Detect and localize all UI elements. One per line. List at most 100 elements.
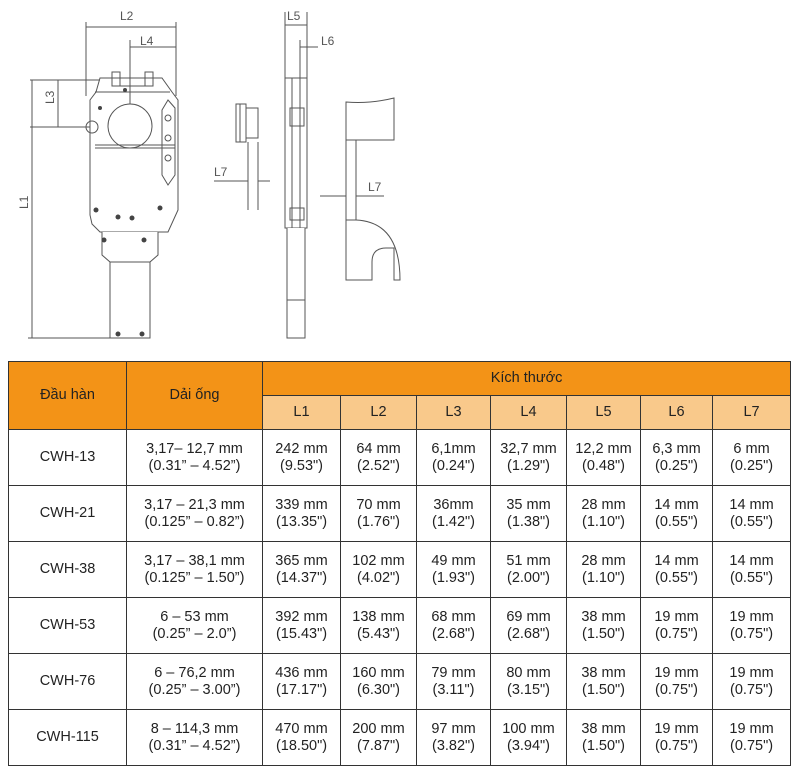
header-l6: L6 [640, 395, 713, 430]
dim-cell-l5: 28 mm(1.10") [566, 541, 641, 598]
value-mm: 38 mm [581, 608, 626, 625]
range-cell: 6 – 76,2 mm(0.25” – 3.00”) [126, 653, 263, 710]
technical-drawing: L2 L4 L3 L1 L5 L6 L7 L7 [17, 9, 401, 339]
value-inch: (13.35") [275, 513, 328, 530]
range-metric: 8 – 114,3 mm [150, 720, 239, 737]
value-inch: (1.50") [581, 681, 626, 698]
dim-cell-l6: 19 mm(0.75") [640, 709, 713, 766]
value-inch: (3.11") [432, 681, 475, 698]
dim-cell-l3: 36mm(1.42") [416, 485, 491, 542]
electrode-detail-small [214, 103, 270, 210]
dim-label-l2: L2 [120, 9, 134, 23]
header-model: Đầu hàn [8, 361, 127, 430]
dim-cell-l3: 97 mm(3.82") [416, 709, 491, 766]
dim-label-l1: L1 [17, 195, 31, 209]
value-mm: 470 mm [275, 720, 328, 737]
dim-cell-l4: 51 mm(2.00") [490, 541, 567, 598]
dim-label-l7-left: L7 [214, 165, 228, 179]
dim-cell-l6: 14 mm(0.55") [640, 485, 713, 542]
dim-cell-l6: 14 mm(0.55") [640, 541, 713, 598]
value-inch: (14.37") [275, 569, 328, 586]
model-cell: CWH-13 [8, 429, 127, 486]
dim-cell-l7: 19 mm(0.75") [711, 709, 792, 766]
model-cell: CWH-21 [8, 485, 127, 542]
value-mm: 138 mm [352, 608, 405, 625]
header-l2: L2 [340, 395, 417, 430]
dim-cell-l1: 365 mm(14.37") [262, 541, 341, 598]
range-imperial: (0.125” – 1.50”) [144, 569, 245, 586]
value-mm: 51 mm [506, 552, 551, 569]
model-cell: CWH-38 [8, 541, 127, 598]
dim-cell-l7: 19 mm(0.75") [711, 653, 792, 710]
value-inch: (0.75") [730, 625, 774, 642]
value-inch: (3.15") [506, 681, 551, 698]
value-mm: 14 mm [654, 552, 699, 569]
value-mm: 160 mm [352, 664, 405, 681]
value-mm: 14 mm [729, 496, 774, 513]
value-inch: (0.48") [581, 457, 626, 474]
value-mm: 6,3 mm [652, 440, 701, 457]
header-l4: L4 [490, 395, 567, 430]
range-cell: 3,17– 12,7 mm(0.31” – 4.52”) [126, 429, 263, 486]
value-mm: 97 mm [431, 720, 476, 737]
value-inch: (9.53") [279, 457, 324, 474]
dim-cell-l4: 35 mm(1.38") [490, 485, 567, 542]
value-mm: 6 mm [733, 440, 770, 457]
dim-cell-l1: 392 mm(15.43") [262, 597, 341, 654]
value-inch: (0.55") [730, 513, 774, 530]
dim-cell-l6: 6,3 mm(0.25") [640, 429, 713, 486]
dim-cell-l2: 102 mm(4.02") [340, 541, 417, 598]
value-inch: (2.52") [356, 457, 401, 474]
dim-cell-l2: 70 mm(1.76") [340, 485, 417, 542]
value-mm: 14 mm [729, 552, 774, 569]
dim-cell-l4: 80 mm(3.15") [490, 653, 567, 710]
value-mm: 69 mm [506, 608, 551, 625]
dim-cell-l7: 19 mm(0.75") [711, 597, 792, 654]
header-l5: L5 [566, 395, 641, 430]
dim-cell-l3: 6,1mm(0.24") [416, 429, 491, 486]
dim-label-l4: L4 [140, 34, 154, 48]
value-inch: (7.87") [356, 737, 401, 754]
dim-cell-l5: 28 mm(1.10") [566, 485, 641, 542]
value-inch: (2.68") [506, 625, 551, 642]
value-mm: 35 mm [506, 496, 551, 513]
value-mm: 12,2 mm [575, 440, 632, 457]
value-mm: 28 mm [581, 552, 626, 569]
value-inch: (1.29") [506, 457, 551, 474]
dim-cell-l5: 12,2 mm(0.48") [566, 429, 641, 486]
dim-label-l3: L3 [43, 90, 57, 104]
value-inch: (0.75") [654, 625, 699, 642]
dimension-lines-front [28, 22, 177, 339]
dim-cell-l2: 200 mm(7.87") [340, 709, 417, 766]
value-mm: 19 mm [654, 720, 699, 737]
dim-cell-l1: 242 mm(9.53") [262, 429, 341, 486]
dim-label-l6: L6 [321, 34, 335, 48]
value-inch: (1.50") [581, 737, 626, 754]
dim-cell-l4: 32,7 mm(1.29") [490, 429, 567, 486]
range-metric: 6 – 53 mm [160, 608, 229, 625]
range-cell: 3,17 – 38,1 mm(0.125” – 1.50”) [126, 541, 263, 598]
value-mm: 242 mm [275, 440, 328, 457]
value-inch: (5.43") [356, 625, 401, 642]
weld-head-side-view [284, 12, 318, 339]
model-cell: CWH-115 [8, 709, 127, 766]
value-mm: 100 mm [502, 720, 555, 737]
range-metric: 3,17– 12,7 mm [146, 440, 243, 457]
electrode-detail-large [320, 97, 401, 281]
value-inch: (3.94") [506, 737, 551, 754]
dim-cell-l5: 38 mm(1.50") [566, 653, 641, 710]
value-mm: 339 mm [275, 496, 328, 513]
value-mm: 19 mm [729, 720, 774, 737]
value-mm: 70 mm [356, 496, 401, 513]
range-imperial: (0.31” – 4.52”) [148, 457, 241, 474]
model-cell: CWH-53 [8, 597, 127, 654]
value-mm: 19 mm [654, 608, 699, 625]
value-inch: (0.55") [654, 513, 699, 530]
value-inch: (0.75") [730, 681, 774, 698]
value-inch: (17.17") [275, 681, 328, 698]
range-cell: 8 – 114,3 mm(0.31” – 4.52”) [126, 709, 263, 766]
value-inch: (0.75") [654, 681, 699, 698]
range-imperial: (0.125” – 0.82”) [144, 513, 245, 530]
